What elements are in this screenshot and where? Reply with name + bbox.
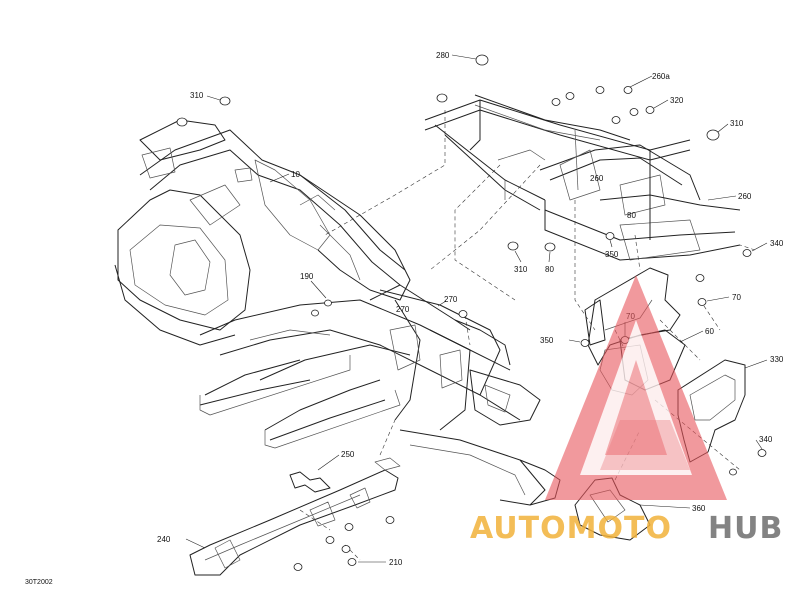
callout-80: 80 xyxy=(545,265,554,274)
callout-leader-lines xyxy=(185,54,768,563)
nut-210 xyxy=(347,558,357,566)
bolt-340 xyxy=(742,249,752,257)
callout-330: 330 xyxy=(770,355,784,364)
bolt-350 xyxy=(580,339,590,347)
callout-260a: 260a xyxy=(652,72,670,81)
nut xyxy=(293,563,303,571)
callout-260: 260 xyxy=(738,192,752,201)
nut xyxy=(629,108,639,116)
nut-310 xyxy=(507,241,519,251)
callout-190: 190 xyxy=(300,272,314,281)
nut-260a xyxy=(623,86,633,94)
callout-270: 270 xyxy=(396,305,410,314)
bolt-190 xyxy=(324,299,332,307)
bolt-270 xyxy=(458,310,468,318)
nut-280 xyxy=(475,54,489,66)
bolt-350 xyxy=(605,232,615,240)
bolt-70 xyxy=(697,298,707,306)
watermark-logo: AUTOMOTO HUB xyxy=(470,275,783,546)
callout-250: 250 xyxy=(341,450,355,459)
callout-80: 80 xyxy=(627,211,636,220)
bolt xyxy=(311,309,319,317)
main-frame-drawing xyxy=(114,119,561,506)
spacer-80 xyxy=(544,242,556,252)
callout-360: 360 xyxy=(692,504,706,513)
nut xyxy=(729,468,737,476)
watermark-text-hub: HUB xyxy=(708,511,783,546)
nut xyxy=(325,536,335,544)
arm-bracket-250-drawing xyxy=(289,457,401,493)
callout-310: 310 xyxy=(514,265,528,274)
nut xyxy=(611,116,621,124)
callout-340: 340 xyxy=(770,239,784,248)
callout-270: 270 xyxy=(444,295,458,304)
callout-310: 310 xyxy=(730,119,744,128)
nut xyxy=(436,93,448,103)
callout-310: 310 xyxy=(190,91,204,100)
rear-subframe-drawing xyxy=(424,94,741,261)
callout-340: 340 xyxy=(759,435,773,444)
watermark-text-automoto: AUTOMOTO xyxy=(470,511,672,546)
nut-310 xyxy=(219,96,231,106)
callout-60: 60 xyxy=(705,327,714,336)
hardware-fasteners xyxy=(176,54,767,571)
callout-240: 240 xyxy=(157,535,171,544)
nut xyxy=(385,516,395,524)
callout-70: 70 xyxy=(732,293,741,302)
nut xyxy=(344,523,354,531)
nut xyxy=(341,545,351,553)
bushing-310 xyxy=(706,129,720,141)
callout-320: 320 xyxy=(670,96,684,105)
callout-210: 210 xyxy=(389,558,403,567)
callout-260: 260 xyxy=(590,174,604,183)
nut xyxy=(565,92,575,100)
callout-350: 350 xyxy=(540,336,554,345)
bolt-340 xyxy=(757,449,767,457)
nut xyxy=(595,86,605,94)
nut xyxy=(695,274,705,282)
callout-labels: 280 260a 320 310 310 10 260 80 260 340 3… xyxy=(157,51,784,567)
diagram-code: 30T2002 xyxy=(25,579,53,586)
nut xyxy=(176,117,188,127)
callout-280: 280 xyxy=(436,51,450,60)
callout-350: 350 xyxy=(605,250,619,259)
nut xyxy=(551,98,561,106)
arm-240-drawing xyxy=(189,469,399,576)
callout-10: 10 xyxy=(291,170,300,179)
nut-320 xyxy=(645,106,655,114)
